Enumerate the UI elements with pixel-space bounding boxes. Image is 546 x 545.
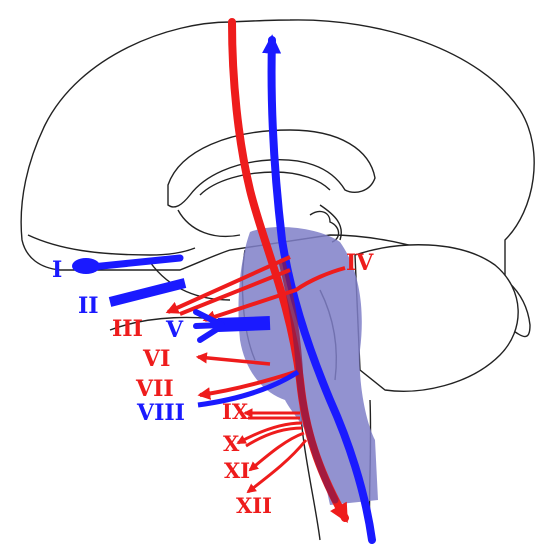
label-V: V — [165, 317, 184, 343]
label-IV: IV — [346, 250, 374, 276]
label-VII: VII — [135, 376, 174, 402]
label-X: X — [223, 431, 240, 456]
label-VI: VI — [142, 346, 170, 372]
nerve-X — [238, 423, 302, 446]
label-II: II — [78, 293, 99, 319]
label-III: III — [112, 316, 143, 342]
label-I: I — [52, 257, 62, 283]
nerve-II — [110, 283, 185, 302]
nerve-IX — [245, 413, 300, 418]
label-IX: IX — [222, 399, 249, 424]
label-VIII: VIII — [136, 400, 185, 426]
cerebellum-outline — [355, 245, 518, 391]
label-XI: XI — [224, 458, 250, 483]
label-XII: XII — [236, 493, 272, 518]
